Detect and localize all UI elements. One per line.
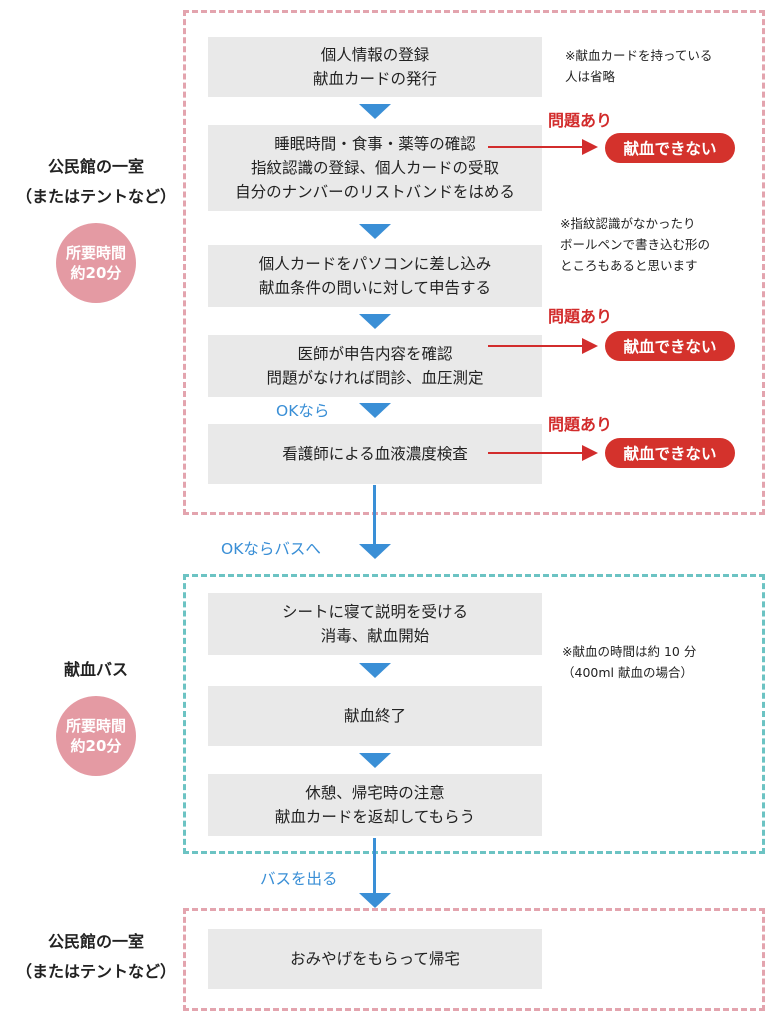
step-donation-end: 献血終了 [208, 686, 542, 746]
ok-label: OKなら [276, 402, 330, 420]
cannot-donate-badge: 献血できない [605, 438, 735, 468]
connector-line [373, 838, 376, 894]
section-box-bus [183, 574, 765, 854]
note-card-owner: ※献血カードを持っている 人は省略 [565, 48, 713, 84]
red-arrow-icon [582, 338, 598, 354]
cannot-donate-badge: 献血できない [605, 133, 735, 163]
section-box-community-center-end [183, 908, 765, 1011]
issue-label: 問題あり [548, 415, 613, 434]
time-badge-bus: 所要時間 約20分 [56, 696, 136, 776]
down-arrow-icon [359, 314, 391, 329]
ok-to-bus-label: OKならバスへ [221, 540, 321, 558]
step-rest: 休憩、帰宅時の注意 献血カードを返却してもらう [208, 774, 542, 836]
red-arrow-line [488, 345, 584, 347]
issue-label: 問題あり [548, 307, 613, 326]
down-arrow-icon [359, 893, 391, 908]
down-arrow-icon [359, 403, 391, 418]
step-doctor-check: 医師が申告内容を確認 問題がなければ問診、血圧測定 [208, 335, 542, 397]
cannot-donate-badge: 献血できない [605, 331, 735, 361]
section-box-community-center [183, 10, 765, 515]
time-badge-community-center: 所要時間 約20分 [56, 223, 136, 303]
section-label-community-center-end: 公民館の一室 （またはテントなど） [15, 932, 176, 981]
red-arrow-icon [582, 139, 598, 155]
step-seat-explanation: シートに寝て説明を受ける 消毒、献血開始 [208, 593, 542, 655]
down-arrow-icon [359, 753, 391, 768]
note-donation-time: ※献血の時間は約 10 分 （400ml 献血の場合） [562, 644, 697, 680]
step-souvenir-home: おみやげをもらって帰宅 [208, 929, 542, 989]
note-fingerprint: ※指紋認識がなかったり ボールペンで書き込む形の ところもあると思います [560, 216, 711, 273]
step-blood-test: 看護師による血液濃度検査 [208, 424, 542, 484]
step-self-declaration: 個人カードをパソコンに差し込み 献血条件の問いに対して申告する [208, 245, 542, 307]
connector-line [373, 485, 376, 545]
section-label-community-center: 公民館の一室 （またはテントなど） [15, 157, 176, 206]
step-health-check: 睡眠時間・食事・薬等の確認 指紋認識の登録、個人カードの受取 自分のナンバーのリ… [208, 125, 542, 211]
red-arrow-line [488, 452, 584, 454]
down-arrow-icon [359, 104, 391, 119]
step-registration: 個人情報の登録 献血カードの発行 [208, 37, 542, 97]
down-arrow-icon [359, 224, 391, 239]
issue-label: 問題あり [548, 111, 613, 130]
down-arrow-icon [359, 544, 391, 559]
down-arrow-icon [359, 663, 391, 678]
red-arrow-icon [582, 445, 598, 461]
exit-bus-label: バスを出る [260, 870, 338, 888]
section-label-bus: 献血バス [63, 660, 128, 679]
red-arrow-line [488, 146, 584, 148]
